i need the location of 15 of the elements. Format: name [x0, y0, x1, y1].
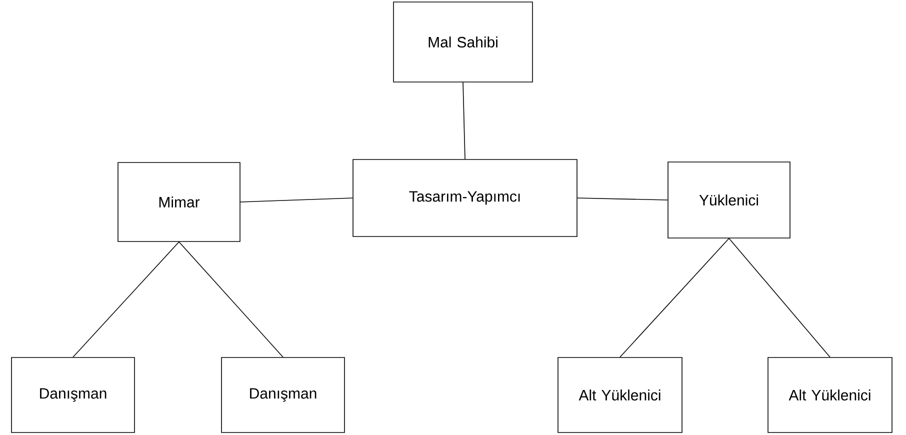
connector-line [462, 82, 466, 160]
org-box: Mimar [118, 162, 240, 242]
org-box: Alt Yüklenici [558, 357, 682, 433]
org-box: Tasarım-Yapımcı [352, 159, 578, 237]
org-box: Danışman [221, 357, 345, 433]
org-box: Alt Yüklenici [768, 357, 892, 433]
connector-line [620, 238, 730, 358]
org-box: Danışman [11, 357, 135, 433]
connector-line [577, 198, 668, 200]
connector-line [728, 238, 830, 358]
connector-line [178, 242, 284, 358]
connector-line [72, 242, 180, 358]
org-box: Yüklenici [668, 162, 790, 238]
connector-line [240, 198, 353, 202]
org-box: Mal Sahibi [393, 2, 533, 82]
